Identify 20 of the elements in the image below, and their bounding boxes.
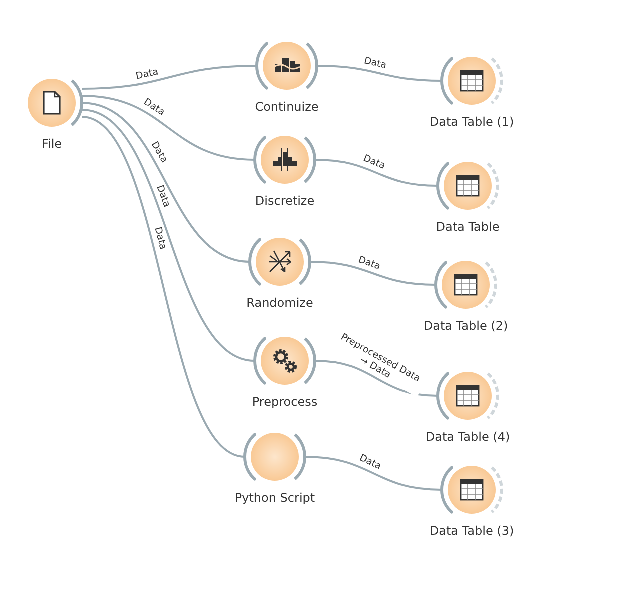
widget-label: Data Table: [436, 220, 500, 234]
widget-label: Continuize: [255, 100, 319, 114]
connection-line: [304, 456, 442, 491]
connection-line: [314, 159, 438, 187]
widget-label: Data Table (4): [426, 430, 510, 444]
widget-label: Python Script: [234, 491, 316, 505]
widget-label: Randomize: [246, 296, 314, 310]
connection-line: [316, 65, 442, 82]
widget-label: Data Table (1): [430, 115, 514, 129]
connection-line: [82, 102, 250, 263]
connection-line: [82, 116, 246, 458]
connection-line: [310, 261, 436, 286]
connection-line: [82, 65, 258, 90]
widget-label: Data Table (3): [430, 524, 514, 538]
widget-label: File: [42, 137, 62, 151]
connection-line: [314, 360, 438, 397]
connection-line: [82, 95, 256, 161]
connection-line: [82, 109, 256, 362]
widget-label: Preprocess: [252, 395, 318, 409]
widget-label: Discretize: [255, 194, 315, 208]
